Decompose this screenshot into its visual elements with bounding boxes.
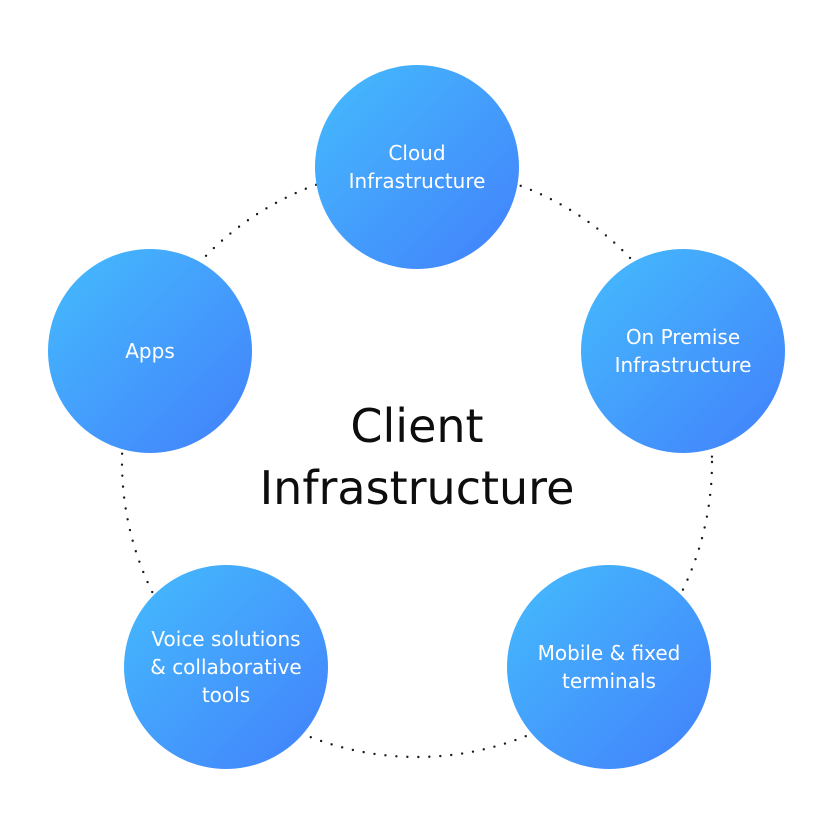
node-mobile-fixed-terminals-label: Mobile & fixed terminals <box>537 641 681 693</box>
node-voice-collaborative-tools-label: Voice solutions & collaborative tools <box>150 627 302 707</box>
node-apps: Apps <box>48 249 252 453</box>
node-on-premise-infrastructure-label: On Premise Infrastructure <box>614 325 752 377</box>
dotted-ring-path <box>120 165 714 759</box>
node-apps-label: Apps <box>125 339 175 363</box>
center-title: Client Infrastructure <box>259 399 575 515</box>
node-cloud-infrastructure-label: Cloud Infrastructure <box>348 141 486 193</box>
node-on-premise-infrastructure: On Premise Infrastructure <box>581 249 785 453</box>
node-voice-collaborative-tools: Voice solutions & collaborative tools <box>124 565 328 769</box>
node-mobile-fixed-terminals: Mobile & fixed terminals <box>507 565 711 769</box>
node-cloud-infrastructure: Cloud Infrastructure <box>315 65 519 269</box>
